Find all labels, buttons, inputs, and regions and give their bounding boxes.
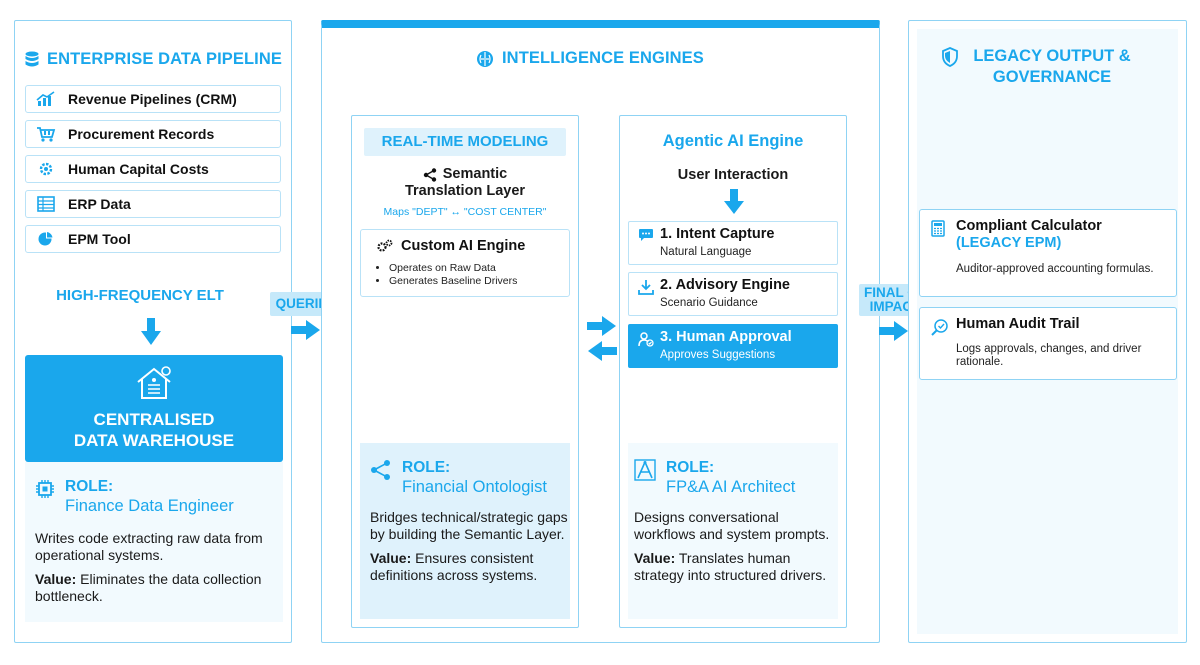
architect-icon xyxy=(634,459,656,481)
agentic-role-panel: ROLE: FP&A AI Architect Designs conversa… xyxy=(628,443,838,619)
role-description: Bridges technical/strategic gaps by buil… xyxy=(370,509,568,542)
network-icon xyxy=(371,460,390,480)
agentic-ai-panel: Agentic AI Engine User Interaction 1. In… xyxy=(619,115,847,628)
enterprise-data-pipeline-column: ENTERPRISE DATA PIPELINE Revenue Pipelin… xyxy=(14,20,292,643)
stage-human-approval[interactable]: 3. Human Approval Approves Suggestions xyxy=(628,324,838,368)
role-name: FP&A AI Architect xyxy=(666,478,796,496)
shield-icon xyxy=(942,47,958,67)
stage-intent-capture[interactable]: 1. Intent Capture Natural Language xyxy=(628,221,838,265)
semantic-mapping: Maps "DEPT" ↔ "COST CENTER" xyxy=(383,206,547,218)
agentic-heading: Agentic AI Engine xyxy=(662,132,804,150)
stage-advisory-engine[interactable]: 2. Advisory Engine Scenario Guidance xyxy=(628,272,838,316)
table-icon xyxy=(37,196,55,212)
right-arrow-icon xyxy=(879,321,908,341)
database-icon xyxy=(25,51,39,67)
warehouse-line1: CENTRALISED xyxy=(93,410,215,429)
right-arrow-icon xyxy=(587,316,616,336)
intelligence-engines-column: INTELLIGENCE ENGINES REAL-TIME MODELING … xyxy=(321,20,880,643)
gears-icon xyxy=(377,239,393,252)
human-audit-trail-card[interactable]: Human Audit Trail Logs approvals, change… xyxy=(919,307,1177,380)
warehouse-line2: DATA WAREHOUSE xyxy=(73,431,235,450)
calculator-description: Auditor-approved accounting formulas. xyxy=(956,263,1154,275)
pipeline-title: ENTERPRISE DATA PIPELINE xyxy=(25,50,282,69)
share-icon xyxy=(423,167,436,182)
chart-icon xyxy=(36,91,55,106)
role-label: ROLE: xyxy=(666,459,715,476)
semantic-layer[interactable]: Semantic Translation Layer Maps "DEPT" ↔… xyxy=(352,166,578,221)
right-arrow-icon xyxy=(291,320,320,340)
download-icon xyxy=(638,280,654,295)
chip-icon xyxy=(36,480,54,498)
cart-icon xyxy=(37,127,56,142)
calculator-icon xyxy=(931,220,945,237)
elt-label: HIGH-FREQUENCY ELT xyxy=(56,287,224,304)
pie-chart-icon xyxy=(38,231,54,246)
role-label: ROLE: xyxy=(65,478,114,495)
role-name: Finance Data Engineer xyxy=(65,497,234,515)
chat-bubble-icon xyxy=(639,229,653,241)
down-arrow-icon xyxy=(724,189,744,214)
source-item-crm[interactable]: Revenue Pipelines (CRM) xyxy=(25,85,281,113)
real-time-modeling-panel: REAL-TIME MODELING Semantic Translation … xyxy=(351,115,579,628)
role-value: Value: Translates human strategy into st… xyxy=(634,550,827,583)
source-item-human-capital[interactable]: Human Capital Costs xyxy=(25,155,281,183)
data-warehouse-box[interactable]: CENTRALISED DATA WAREHOUSE xyxy=(25,355,283,462)
engine-bullet: Generates Baseline Drivers xyxy=(389,275,517,288)
engine-bullet: Operates on Raw Data xyxy=(389,262,517,275)
custom-ai-engine-card[interactable]: Custom AI Engine Operates on Raw Data Ge… xyxy=(360,229,570,297)
audit-description: Logs approvals, changes, and driver rati… xyxy=(956,343,1142,368)
gear-people-icon xyxy=(39,162,53,176)
governance-column: LEGACY OUTPUT & GOVERNANCE Compliant Cal… xyxy=(908,20,1187,643)
role-name: Financial Ontologist xyxy=(402,478,547,496)
role-value: Value: Ensures consistent definitions ac… xyxy=(370,550,538,583)
role-description: Designs conversational workflows and sys… xyxy=(634,509,830,542)
source-item-erp[interactable]: ERP Data xyxy=(25,190,281,218)
brain-icon xyxy=(477,50,493,67)
role-value: Value: Eliminates the data collection bo… xyxy=(35,571,262,604)
smart-home-icon xyxy=(137,366,171,399)
pipeline-role-panel: ROLE: Finance Data Engineer Writes code … xyxy=(25,462,283,622)
modeling-role-panel: ROLE: Financial Ontologist Bridges techn… xyxy=(360,443,570,619)
compliant-calculator-card[interactable]: Compliant Calculator (LEGACY EPM) Audito… xyxy=(919,209,1177,297)
source-item-epm[interactable]: EPM Tool xyxy=(25,225,281,253)
modeling-heading: REAL-TIME MODELING xyxy=(364,128,566,156)
user-check-icon xyxy=(638,332,654,347)
role-description: Writes code extracting raw data from ope… xyxy=(35,530,263,563)
role-label: ROLE: xyxy=(402,459,451,476)
source-item-procurement[interactable]: Procurement Records xyxy=(25,120,281,148)
down-arrow-icon xyxy=(141,318,161,345)
left-arrow-icon xyxy=(588,341,617,361)
user-interaction-label: User Interaction xyxy=(677,167,789,183)
engines-title: INTELLIGENCE ENGINES xyxy=(476,49,704,68)
audit-search-icon xyxy=(931,319,948,336)
